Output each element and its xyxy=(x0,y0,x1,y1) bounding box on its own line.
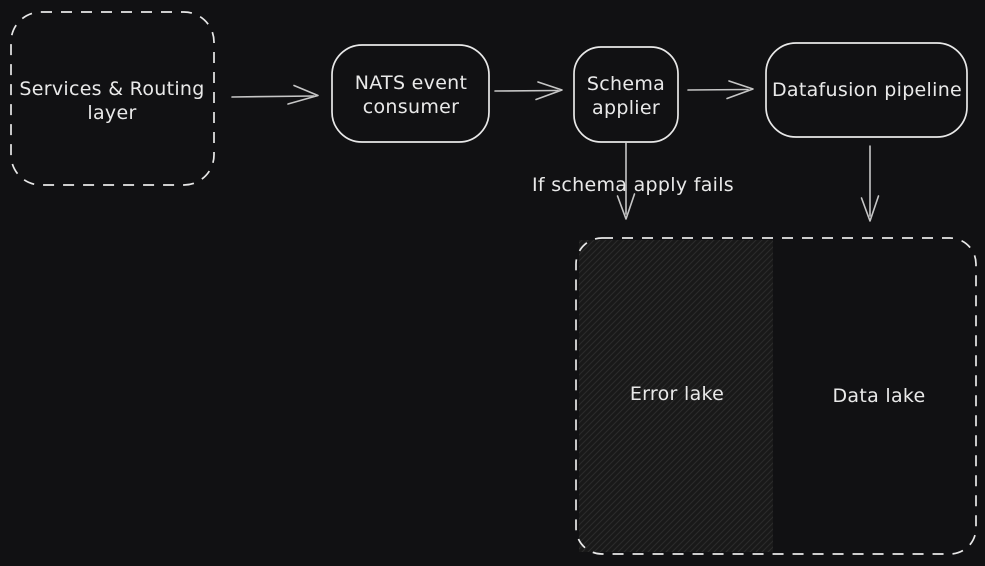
arrow-nats-to-schema xyxy=(494,81,563,101)
nats-consumer-label: NATS event consumer xyxy=(354,72,468,118)
services-routing-box xyxy=(10,11,215,186)
datafusion-pipeline-box xyxy=(765,42,968,138)
error-lake-label: Error lake xyxy=(629,383,725,405)
services-routing-label: Services & Routing layer xyxy=(19,78,205,124)
fail-condition-label: If schema apply fails xyxy=(531,174,735,196)
data-lake-label: Data lake xyxy=(832,385,926,407)
arrow-datafusion-to-data-lake xyxy=(860,145,880,222)
arrow-services-to-nats xyxy=(231,84,319,105)
error-lake-hatch-fill xyxy=(579,240,773,552)
schema-applier-box xyxy=(573,46,679,143)
nats-consumer-box xyxy=(331,44,490,143)
arrow-schema-to-error-lake xyxy=(616,142,636,220)
schema-applier-label: Schema applier xyxy=(586,73,666,119)
datafusion-pipeline-label: Datafusion pipeline xyxy=(771,79,963,101)
lakes-container-box xyxy=(575,237,977,555)
arrow-schema-to-datafusion xyxy=(687,80,754,100)
